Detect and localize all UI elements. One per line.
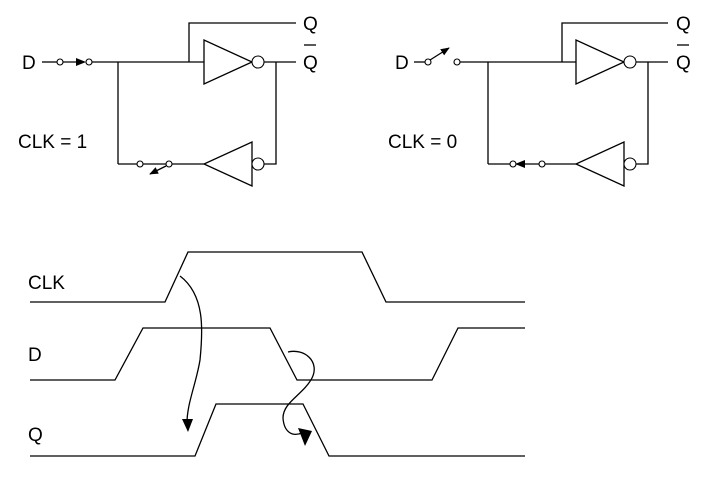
right-d-label: D <box>395 53 409 74</box>
right-input-switch-contact-b <box>453 58 461 66</box>
right-feedback-switch-contact-b <box>538 160 546 168</box>
right-top-inverter-bubble <box>623 55 637 69</box>
right-bottom-inverter <box>574 140 625 188</box>
left-latch-circuit: D Q Q CLK = 1 <box>18 14 318 188</box>
right-latch-circuit: D Q Q CLK = 0 <box>388 14 691 188</box>
timing-q-label: Q <box>28 425 43 446</box>
d-waveform <box>30 327 525 381</box>
left-bottom-inverter <box>202 140 253 188</box>
right-bottom-inverter-bubble <box>623 157 637 171</box>
clk-to-q-arrowhead <box>182 419 193 432</box>
left-d-label: D <box>22 53 36 74</box>
left-input-switch-contact-a <box>56 58 64 66</box>
right-input-switch-open <box>429 47 450 61</box>
right-input-switch-contact-a <box>424 58 432 66</box>
d-to-q-causal-curve <box>282 350 315 435</box>
left-feedback-return-wire <box>264 62 277 165</box>
timing-diagram: CLK D Q <box>28 251 525 457</box>
q-waveform <box>30 403 525 457</box>
left-bottom-inverter-bubble <box>251 157 265 171</box>
left-input-switch-arrow <box>76 58 86 66</box>
timing-clk-label: CLK <box>28 273 65 294</box>
left-q-label: Q <box>303 14 318 35</box>
timing-d-label: D <box>28 345 42 366</box>
d-to-q-arrowhead <box>298 428 312 446</box>
left-feedback-switch-contact-a <box>136 160 144 168</box>
right-qbar-label: Q <box>676 53 691 74</box>
clk-waveform <box>30 251 525 303</box>
left-feedback-switch-contact-b <box>165 160 173 168</box>
left-qbar-label: Q <box>303 53 318 74</box>
right-feedback-return-wire <box>636 62 649 165</box>
left-top-inverter-bubble <box>251 55 265 69</box>
right-top-inverter <box>575 38 626 86</box>
left-clk-label: CLK = 1 <box>18 132 87 153</box>
right-q-label: Q <box>676 14 691 35</box>
right-feedback-switch-arrow <box>515 160 525 168</box>
left-q-wire <box>188 22 296 62</box>
right-clk-label: CLK = 0 <box>388 132 457 153</box>
right-q-wire <box>561 22 668 62</box>
left-input-switch-contact-b <box>85 58 93 66</box>
clk-to-q-causal-curve <box>179 275 203 428</box>
left-top-inverter <box>203 38 254 86</box>
left-feedback-switch-open <box>149 165 167 175</box>
